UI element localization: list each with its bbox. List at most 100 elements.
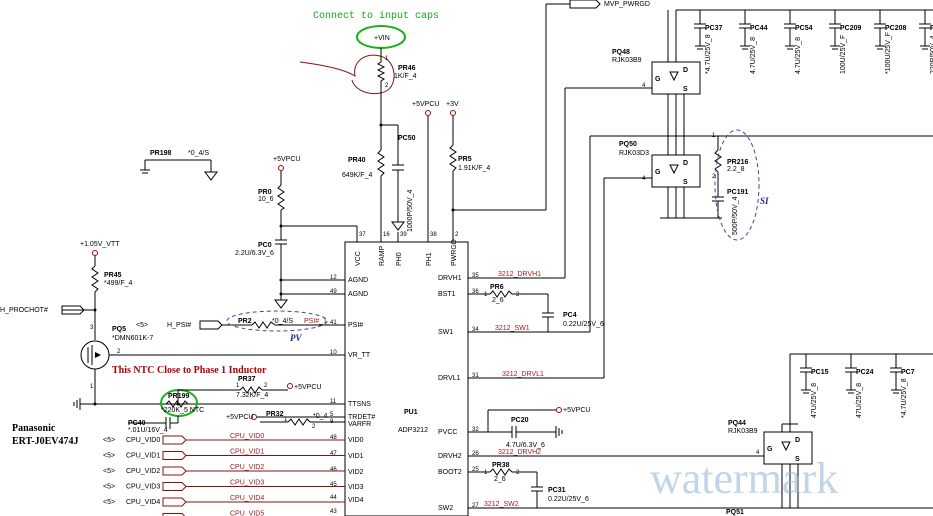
ic-pin-name: PH1 — [426, 252, 433, 266]
pr199-ref: PR199 — [168, 393, 190, 400]
pc208-value: *100U/25V_F — [885, 32, 892, 74]
pr45-ref: PR45 — [104, 272, 122, 279]
pq44-pin4: 4 — [756, 450, 760, 456]
pr37-pin1: 1 — [236, 383, 240, 389]
vid-tag: <5> — [103, 468, 115, 475]
pc20-value: 4.7U/6.3V_6 — [506, 442, 545, 449]
pc31-value: 0.22U/25V_6 — [548, 496, 589, 503]
pc54-ref: PC54 — [795, 25, 813, 32]
ic-pin-name: VID2 — [348, 469, 364, 476]
mvp-pwrgd-label: MVP_PWRGD — [604, 1, 650, 8]
ic-pin-number: 10 — [330, 350, 337, 356]
pr40-value: 649K/F_4 — [342, 172, 372, 179]
pr6-value: 2_6 — [492, 297, 504, 304]
junction-dot — [279, 278, 283, 282]
ic-pin-name: BOOT2 — [438, 469, 462, 476]
ic-pin-name: VID1 — [348, 453, 364, 460]
ic-pin-name: PH0 — [396, 252, 403, 266]
vid-net: CPU_VID4 — [230, 495, 264, 502]
pr45-value: *499/F_4 — [104, 280, 133, 287]
pq5-value: *DMN601K-7 — [112, 335, 153, 342]
watermark: watermark — [650, 454, 838, 503]
vpcu-top-label: +5VPCU — [412, 101, 439, 108]
ic-pin-number: 36 — [472, 289, 479, 295]
pc191-value: 500P/50V_4 — [732, 196, 739, 235]
ic-pin-number: 32 — [472, 427, 479, 433]
ic-pin-name: VID4 — [348, 497, 364, 504]
vid-net: CPU_VID3 — [230, 480, 264, 487]
vid-net: CPU_VID0 — [230, 433, 264, 440]
pr0-ref: PR0 — [258, 189, 272, 196]
top-caps: PC37*4.7U/25V_8PC444.7U/25V_8PC544.7U/25… — [694, 10, 933, 74]
pq44-gate-label: G — [767, 446, 773, 453]
vid-port — [162, 497, 187, 507]
pq50-source-label: S — [683, 179, 688, 186]
pu1-ic-body — [344, 241, 469, 516]
pq5-tag: <5> — [136, 322, 148, 329]
pr40-resistor — [377, 149, 385, 177]
pq5-pin2: 2 — [117, 349, 121, 355]
pr45-resistor — [91, 265, 99, 293]
connect-caps-note: Connect to input caps — [313, 10, 439, 22]
drvh2-net: 3212_DRVH2 — [498, 449, 541, 456]
ic-pin-number: 25 — [472, 467, 479, 473]
pq50-pin4: 4 — [642, 176, 646, 182]
sw2-net: 3212_SW2 — [484, 501, 519, 508]
ic-pin-number: 35 — [472, 273, 479, 279]
pr38-pin1: 1 — [484, 470, 488, 476]
pr5-ref: PR5 — [458, 156, 472, 163]
pc209-value: 100U/25V_F — [840, 35, 847, 74]
pr216-value: 2.2_8 — [727, 166, 745, 173]
pc44-value: 4.7U/25V_8 — [750, 37, 757, 74]
vid-net: CPU_VID2 — [230, 464, 264, 471]
pr46-pin2: 2 — [385, 83, 389, 89]
pc6-ref: PC6 — [930, 25, 933, 32]
vid-bus: <5>CPU_VID0CPU_VID0<5>CPU_VID1CPU_VID1<5… — [103, 433, 345, 516]
pr37-pin2: 2 — [264, 383, 268, 389]
vid-tag: <5> — [103, 437, 115, 444]
pq50-value: RJK03D3 — [619, 150, 649, 157]
mvp-pwrgd-port — [569, 0, 601, 9]
ground-symbol — [274, 299, 288, 309]
power-port — [278, 165, 284, 171]
pr2-value: *0_4/S — [272, 318, 293, 325]
pc44-ref: PC44 — [750, 25, 768, 32]
vid-port — [162, 451, 187, 460]
ic-pin-number: 12 — [330, 275, 337, 281]
pq50-body-diode — [669, 164, 679, 175]
vid-name: CPU_VID1 — [126, 453, 160, 460]
ic-pin-number: 2 — [455, 232, 459, 238]
pr32-resistor — [287, 418, 311, 426]
ic-pin-name: VR_TT — [348, 352, 371, 359]
annotation-scribble — [299, 54, 395, 95]
sw1-net-label: 3212_SW1 — [495, 325, 530, 332]
pr32-pin1: 1 — [284, 417, 288, 423]
ic-right-pins: 35DRVH136BST134SW131DRVL132PVCC26DRVH225… — [438, 273, 479, 512]
pr198-ref: PR198 — [150, 150, 172, 157]
pc4-value: 0.22U/25V_6 — [563, 321, 604, 328]
pr5-value: 1.91K/F_4 — [458, 165, 490, 172]
ground-symbol — [391, 221, 405, 231]
ic-pin-name: VID0 — [348, 437, 364, 444]
h-prochot-port — [61, 305, 85, 315]
vid-name: CPU_VID3 — [126, 484, 160, 491]
ntc-note: This NTC Close to Phase 1 Inductor — [112, 365, 267, 376]
pr0-value: 10_6 — [258, 196, 274, 203]
pr46-resistor — [376, 61, 386, 82]
pc50-ref: PC50 — [398, 135, 416, 142]
pr46-value: 1K/F_4 — [394, 73, 417, 80]
ic-pin-number: 37 — [359, 232, 366, 238]
pq48-pin4: 4 — [642, 83, 646, 89]
ic-pin-number: 49 — [330, 289, 337, 295]
pr199-ntc-resistor — [165, 400, 189, 408]
pr6-pin1: 1 — [484, 292, 488, 298]
pr37-value: 7.32K/F_4 — [236, 392, 268, 399]
vid-tag: <5> — [103, 499, 115, 506]
pr32-vpcu-label: +5VPCU — [226, 414, 253, 421]
pu1-ref: PU1 — [404, 409, 418, 416]
psi1-net: PSI#_1 — [304, 318, 327, 325]
ic-pin-number: 43 — [330, 509, 337, 515]
ic-pin-name: VCC — [355, 251, 362, 266]
ic-pin-name: BST1 — [438, 291, 456, 298]
